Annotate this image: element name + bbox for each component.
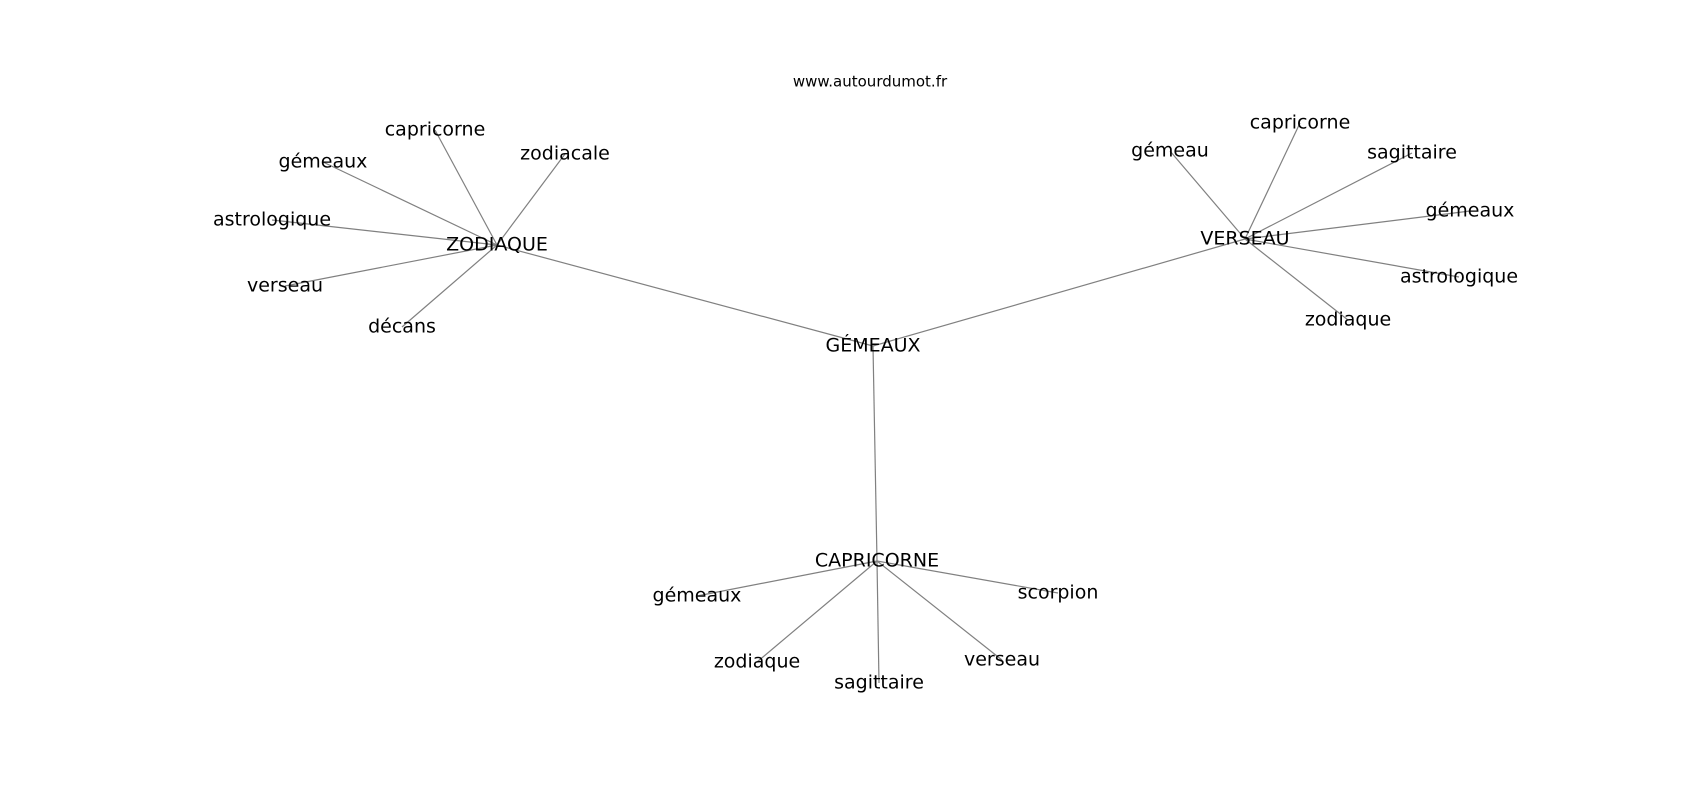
site-url-label: www.autourdumot.fr	[793, 73, 948, 91]
labels-layer: GÉMEAUX ZODIAQUE capricorne zodiacale gémeau…	[213, 112, 1518, 694]
leaf-node-capricorne-zodiaque[interactable]: zodiaque	[714, 651, 800, 673]
edge-verseau-to-capricorne	[1244, 122, 1301, 240]
edge-zodiaque-to-capricorne	[434, 129, 498, 246]
edge-zodiaque-to-astrologique	[271, 219, 498, 246]
edge-capricorne-to-gemeaux	[696, 560, 878, 597]
edge-center-to-capricorne	[872, 345, 878, 562]
leaf-node-zodiaque-verseau[interactable]: verseau	[247, 275, 323, 297]
leaf-node-capricorne-sagittaire[interactable]: sagittaire	[834, 672, 924, 694]
edge-verseau-to-gemeaux	[1244, 210, 1471, 240]
center-node-label[interactable]: GÉMEAUX	[825, 334, 920, 357]
edge-capricorne-to-scorpion	[876, 560, 1059, 594]
edge-center-to-zodiaque	[496, 244, 874, 347]
leaf-node-verseau-sagittaire[interactable]: sagittaire	[1367, 142, 1457, 164]
edge-capricorne-to-verseau	[876, 560, 1003, 661]
edge-center-to-verseau	[872, 238, 1246, 347]
leaf-node-zodiaque-zodiacale[interactable]: zodiacale	[520, 143, 610, 165]
leaf-node-zodiaque-gemeaux[interactable]: gémeaux	[279, 151, 368, 173]
leaf-node-verseau-capricorne[interactable]: capricorne	[1250, 112, 1351, 134]
edge-zodiaque-to-decans	[401, 244, 498, 328]
leaf-node-zodiaque-astrologique[interactable]: astrologique	[213, 209, 331, 231]
leaf-node-verseau-astrologique[interactable]: astrologique	[1400, 266, 1518, 288]
edges-layer	[271, 122, 1471, 684]
edge-capricorne-to-sagittaire	[876, 560, 880, 684]
hub-node-zodiaque[interactable]: ZODIAQUE	[446, 234, 548, 256]
leaf-node-capricorne-verseau[interactable]: verseau	[964, 649, 1040, 671]
leaf-node-verseau-zodiaque[interactable]: zodiaque	[1305, 309, 1391, 331]
edge-verseau-to-zodiaque	[1244, 238, 1349, 321]
leaf-node-zodiaque-decans[interactable]: décans	[368, 316, 436, 338]
edge-verseau-to-astrologique	[1244, 238, 1460, 278]
leaf-node-capricorne-scorpion[interactable]: scorpion	[1018, 582, 1099, 604]
leaf-node-verseau-gemeau[interactable]: gémeau	[1131, 140, 1209, 162]
hub-node-verseau[interactable]: VERSEAU	[1200, 228, 1289, 250]
edge-zodiaque-to-zodiacale	[496, 153, 566, 246]
leaf-node-capricorne-gemeaux[interactable]: gémeaux	[653, 585, 742, 607]
leaf-node-zodiaque-capricorne[interactable]: capricorne	[385, 119, 486, 141]
edge-verseau-to-sagittaire	[1244, 152, 1413, 240]
leaf-node-verseau-gemeaux[interactable]: gémeaux	[1426, 200, 1515, 222]
edge-zodiaque-to-verseau	[284, 244, 498, 287]
edge-verseau-to-gemeau	[1169, 150, 1246, 240]
edge-capricorne-to-zodiaque	[756, 560, 878, 663]
edge-zodiaque-to-gemeaux	[322, 161, 498, 246]
hub-node-capricorne[interactable]: CAPRICORNE	[815, 550, 939, 572]
